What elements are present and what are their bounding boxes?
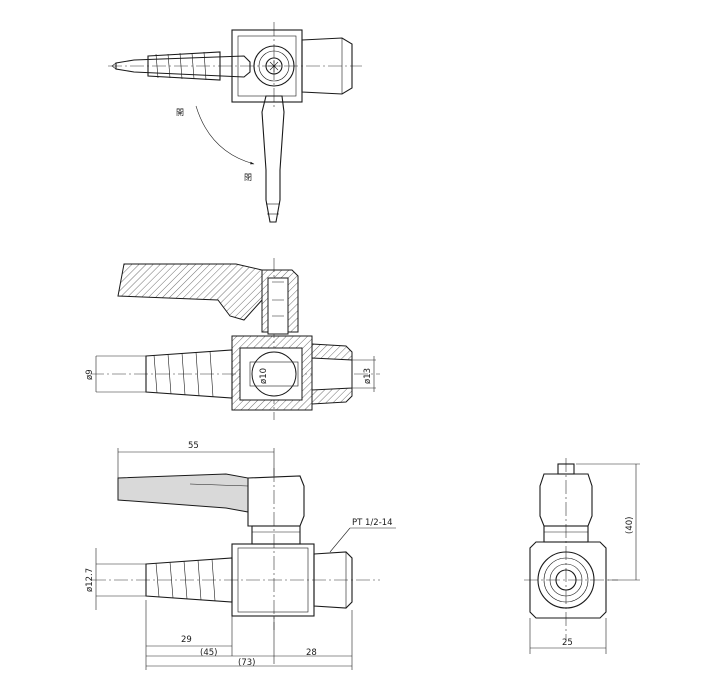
dim-handle-length: 55 xyxy=(188,441,199,451)
dim-hose-length: 29 xyxy=(181,635,192,645)
dim-outlet-length: 28 xyxy=(306,648,317,658)
top-view: 開 閉 xyxy=(108,22,362,223)
dim-hose-dia: ø9 xyxy=(85,369,95,380)
side-view: (40) 25 xyxy=(524,458,640,654)
dim-hose-outer-dia: ø12.7 xyxy=(85,568,95,592)
dim-inlet-length: (45) xyxy=(200,648,217,658)
thread-label: PT 1/2-14 xyxy=(352,518,393,528)
dim-height: (40) xyxy=(625,517,635,534)
close-label: 閉 xyxy=(244,173,252,182)
open-label: 開 xyxy=(176,108,184,117)
dim-overall-length: (73) xyxy=(238,658,255,668)
dim-bore-dia: ø10 xyxy=(259,368,269,384)
front-view: PT 1/2-14 55 ø12.7 29 (45) 28 (73) xyxy=(85,441,396,670)
section-view: ø9 ø10 ø13 xyxy=(85,258,380,420)
dim-outlet-dia: ø13 xyxy=(363,368,373,384)
dim-width: 25 xyxy=(562,638,573,648)
